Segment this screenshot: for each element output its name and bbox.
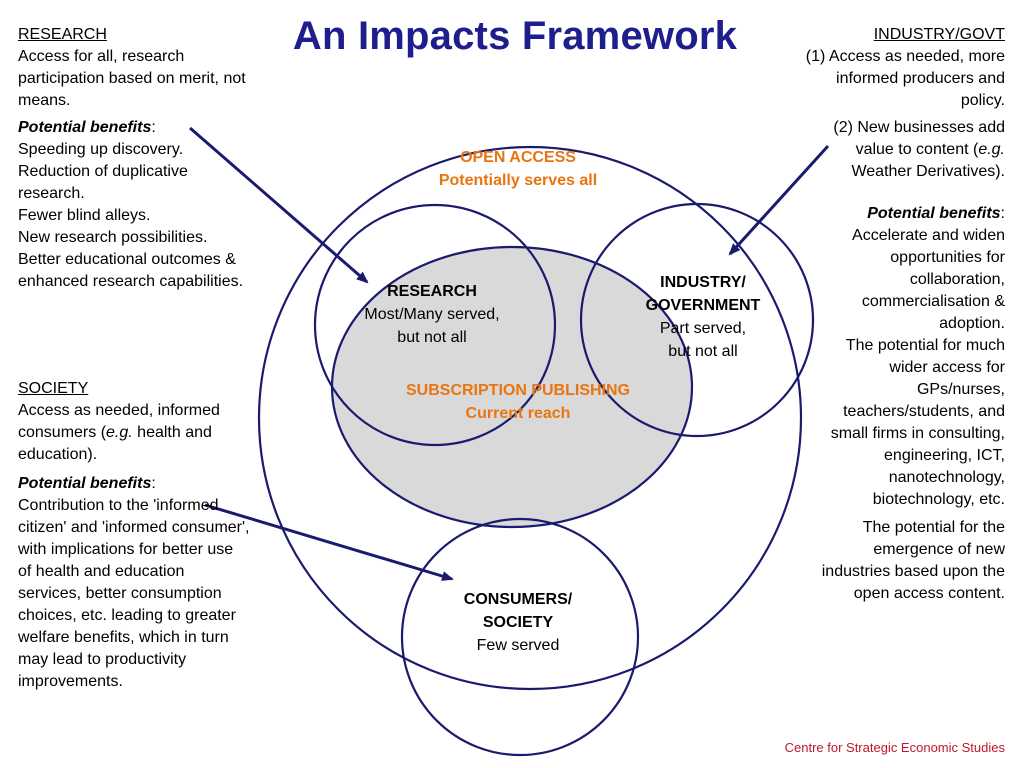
society-benefits-colon: : <box>151 475 156 492</box>
open-access-line1: OPEN ACCESS <box>460 149 576 166</box>
research-text-block: RESEARCH Access for all, research partic… <box>18 24 250 293</box>
research-benefit-1: Speeding up discovery. <box>18 141 184 158</box>
industry-point-2: (2) New businesses add value to content … <box>805 117 1005 183</box>
industry-circle-line3: Part served, <box>659 320 747 337</box>
industry-heading: INDUSTRY/GOVT <box>873 26 1005 43</box>
subscription-line1: SUBSCRIPTION PUBLISHING <box>405 382 630 399</box>
industry-point-2-a: (2) New businesses add value to content … <box>833 119 1005 158</box>
industry-circle-label: INDUSTRY/ GOVERNMENT Part served, but no… <box>603 271 803 363</box>
open-access-label: OPEN ACCESS Potentially serves all <box>408 146 628 192</box>
industry-text-block: INDUSTRY/GOVT (1) Access as needed, more… <box>805 24 1005 605</box>
consumers-circle-line2: SOCIETY <box>482 614 554 631</box>
research-arrow <box>189 126 369 284</box>
industry-benefits-colon: : <box>1000 205 1005 222</box>
society-benefits-label: Potential benefits <box>18 475 152 492</box>
consumers-circle-line3: Few served <box>476 637 560 654</box>
research-circle-line3: but not all <box>397 329 467 346</box>
research-circle-line2: Most/Many served, <box>364 306 500 323</box>
society-text-eg: e.g. <box>106 424 133 441</box>
industry-benefits-label: Potential benefits <box>867 205 1001 222</box>
consumers-society-circle <box>400 517 640 757</box>
industry-benefits-2: The potential for much wider access for … <box>830 337 1005 508</box>
industry-circle-line1: INDUSTRY/ <box>660 274 746 291</box>
industry-closing: The potential for the emergence of new i… <box>821 519 1005 602</box>
research-circle <box>313 203 557 447</box>
industry-arrow <box>728 144 830 256</box>
research-benefit-4: New research possibilities. <box>18 229 208 246</box>
research-benefits-label: Potential benefits <box>18 119 152 136</box>
society-text-b: health and education). <box>18 424 212 463</box>
industry-point-2-b: Weather Derivatives). <box>851 163 1005 180</box>
industry-benefits-1: Accelerate and widen opportunities for c… <box>852 227 1005 332</box>
research-circle-label: RESEARCH Most/Many served, but not all <box>332 280 532 349</box>
society-benefits-text: Contribution to the 'informed citizen' a… <box>18 497 250 690</box>
society-access-text: Access as needed, informed consumers (e.… <box>18 400 250 466</box>
consumers-circle-label: CONSUMERS/ SOCIETY Few served <box>418 588 618 657</box>
open-access-line2: Potentially serves all <box>438 172 598 189</box>
open-access-circle <box>257 145 803 691</box>
industry-point-1: (1) Access as needed, more informed prod… <box>805 48 1005 109</box>
society-heading: SOCIETY <box>18 380 89 397</box>
industry-circle-line4: but not all <box>668 343 738 360</box>
society-text-a: Access as needed, informed consumers ( <box>18 402 220 441</box>
research-circle-line1: RESEARCH <box>387 283 477 300</box>
footer-credit: Centre for Strategic Economic Studies <box>784 740 1005 755</box>
research-benefit-5: Better educational outcomes & enhanced r… <box>18 251 244 290</box>
subscription-line2: Current reach <box>465 405 571 422</box>
research-benefits-colon: : <box>151 119 156 136</box>
consumers-circle-line1: CONSUMERS/ <box>463 591 573 608</box>
research-heading: RESEARCH <box>18 26 107 43</box>
page-title: An Impacts Framework <box>292 14 738 58</box>
industry-point-2-eg: e.g. <box>978 141 1005 158</box>
industry-government-circle <box>579 202 815 438</box>
subscription-label: SUBSCRIPTION PUBLISHING Current reach <box>378 379 658 425</box>
research-benefit-3: Fewer blind alleys. <box>18 207 151 224</box>
society-arrow <box>204 503 454 581</box>
society-text-block: SOCIETY Access as needed, informed consu… <box>18 378 250 693</box>
research-access-text: Access for all, research participation b… <box>18 48 246 109</box>
research-benefit-2: Reduction of duplicative research. <box>18 163 188 202</box>
industry-circle-line2: GOVERNMENT <box>645 297 761 314</box>
